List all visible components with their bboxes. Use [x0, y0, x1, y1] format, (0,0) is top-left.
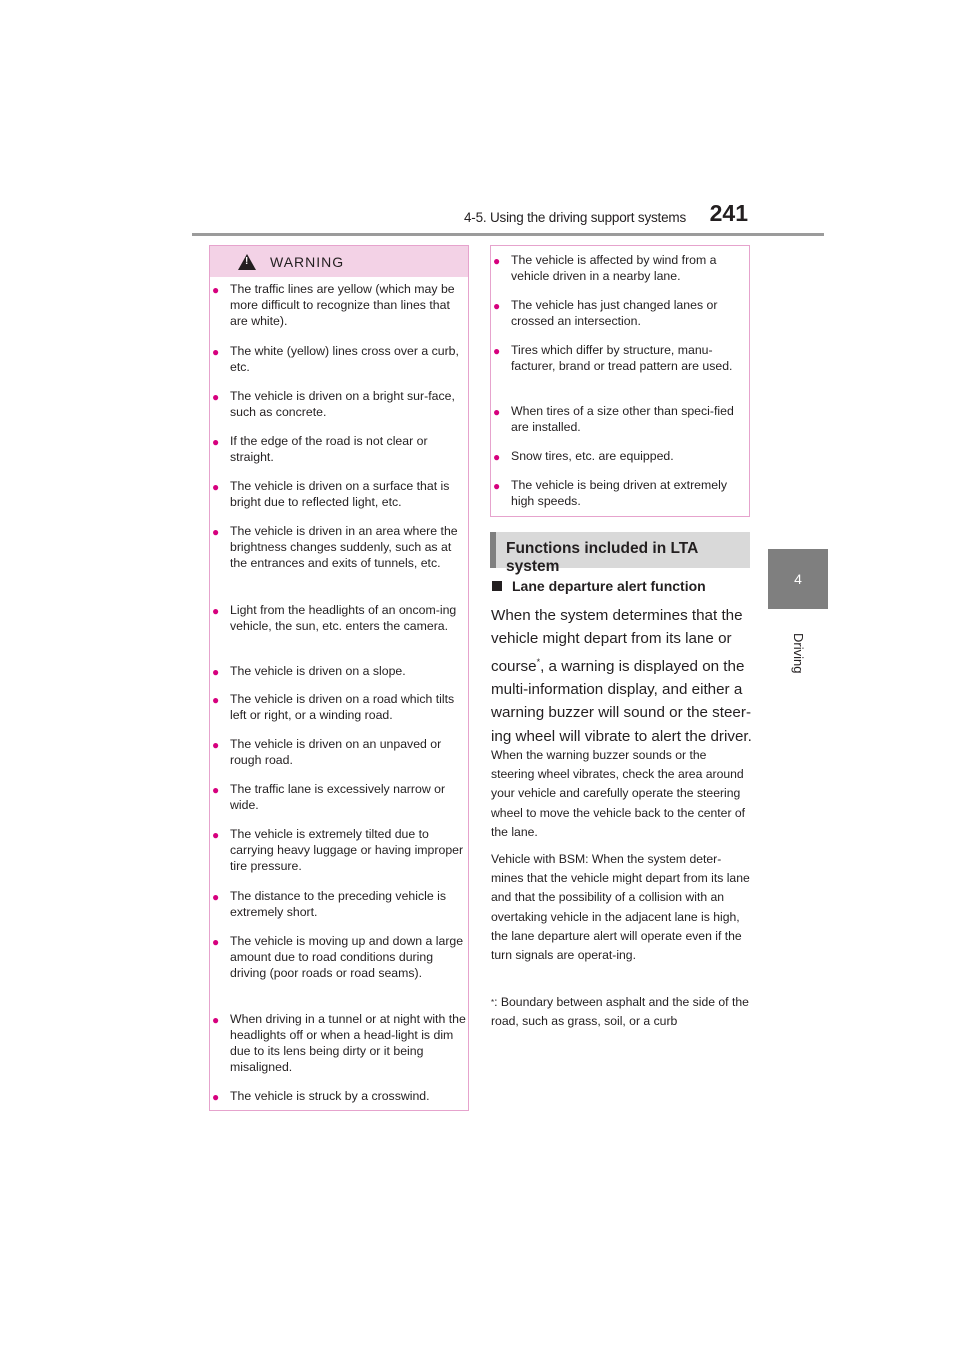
- warning-box-continued: ● The vehicle is affected by wind from a …: [490, 245, 750, 517]
- warning-item: ● The vehicle is affected by wind from a …: [493, 252, 747, 284]
- page-number: 241: [709, 200, 748, 226]
- warning-triangle-icon: [238, 254, 256, 270]
- warning-header: WARNING: [210, 246, 468, 277]
- section-heading: Functions included in LTA system: [490, 532, 750, 575]
- warning-item-text: When driving in a tunnel or at night wit…: [230, 1012, 466, 1074]
- warning-item: ● When driving in a tunnel or at night wi…: [212, 1011, 466, 1075]
- warning-item-text: When tires of a size other than speci-fi…: [511, 404, 734, 434]
- bullet-icon: ●: [212, 435, 220, 449]
- section-title: 4-5. Using the driving support systems: [464, 210, 686, 225]
- info-paragraph: When the warning buzzer sounds or the st…: [491, 748, 746, 839]
- bullet-icon: ●: [212, 693, 220, 707]
- warning-item-text: The vehicle is extremely tilted due to c…: [230, 827, 464, 873]
- warning-item: ● If the edge of the road is not clear or…: [212, 433, 466, 465]
- warning-item-text: The white (yellow) lines cross over a cu…: [230, 344, 459, 374]
- warning-item-text: The vehicle is driven in an area where t…: [230, 524, 458, 570]
- warning-item: ● The white (yellow) lines cross over a c…: [212, 343, 466, 375]
- bullet-icon: ●: [212, 283, 220, 297]
- bullet-icon: ●: [212, 345, 220, 359]
- chapter-label-text: Driving: [791, 633, 806, 674]
- square-bullet-icon: [492, 581, 502, 591]
- bullet-icon: ●: [212, 738, 220, 752]
- warning-item: ● The vehicle is driven on a road which t…: [212, 691, 466, 723]
- warning-item-text: The vehicle is struck by a crosswind.: [230, 1089, 430, 1103]
- bullet-icon: ●: [212, 390, 220, 404]
- page-header: 4-5. Using the driving support systems 2…: [0, 0, 960, 240]
- warning-item: ● The traffic lane is excessively narrow …: [212, 781, 466, 813]
- body-paragraph: When the system determines that the vehi…: [491, 604, 753, 748]
- warning-item-text: The vehicle is being driven at extremely…: [511, 478, 727, 508]
- subsection-heading-text: Lane departure alert function: [512, 578, 706, 594]
- warning-item: ● The vehicle is driven in an area where …: [212, 523, 466, 571]
- warning-item: ● The vehicle is driven on a slope.: [212, 663, 466, 679]
- warning-item: ● The vehicle is moving up and down a lar…: [212, 933, 466, 981]
- footnote-mark: *: [491, 998, 495, 1007]
- bullet-icon: ●: [212, 480, 220, 494]
- warning-item: ● The traffic lines are yellow (which may…: [212, 281, 466, 329]
- bullet-icon: ●: [212, 783, 220, 797]
- warning-box: WARNING ● The traffic lines are yellow (w…: [209, 245, 469, 1111]
- bullet-icon: ●: [493, 344, 501, 358]
- warning-item-text: The distance to the preceding vehicle is…: [230, 889, 447, 919]
- footnote-text: : Boundary between asphalt and the side …: [491, 995, 749, 1029]
- warning-item-text: Light from the headlights of an oncom-in…: [230, 603, 457, 633]
- chapter-tab[interactable]: 4: [768, 549, 828, 609]
- footnote: *: Boundary between asphalt and the side…: [491, 993, 753, 1031]
- warning-item: ● The vehicle is driven on an unpaved or …: [212, 736, 466, 768]
- warning-item-text: The vehicle is moving up and down a larg…: [230, 934, 464, 980]
- warning-title: WARNING: [270, 254, 345, 270]
- warning-item-text: Tires which differ by structure, manu-fa…: [511, 343, 733, 373]
- bullet-icon: ●: [493, 254, 501, 268]
- bullet-icon: ●: [493, 299, 501, 313]
- warning-item-text: The traffic lines are yellow (which may …: [230, 282, 455, 328]
- warning-item: ● Snow tires, etc. are equipped.: [493, 448, 747, 464]
- footnote-mark: *: [536, 656, 541, 667]
- warning-item: ● The vehicle is extremely tilted due to …: [212, 826, 466, 874]
- bullet-icon: ●: [212, 828, 220, 842]
- warning-item-text: Snow tires, etc. are equipped.: [511, 449, 674, 463]
- subsection-heading: Lane departure alert function: [492, 578, 706, 594]
- warning-item-text: The vehicle is driven on an unpaved or r…: [230, 737, 442, 767]
- warning-item: ● The vehicle has just changed lanes or c…: [493, 297, 747, 329]
- section-heading-text: Functions included in LTA system: [506, 540, 698, 575]
- body-text-part1: When the system determines that the vehi…: [491, 607, 743, 675]
- warning-item-text: The vehicle is driven on a surface that …: [230, 479, 450, 509]
- bullet-icon: ●: [212, 665, 220, 679]
- warning-item: ● When tires of a size other than speci-f…: [493, 403, 747, 435]
- bullet-icon: ●: [212, 935, 220, 949]
- warning-item-text: If the edge of the road is not clear or …: [230, 434, 428, 464]
- warning-item: ● The vehicle is being driven at extremel…: [493, 477, 747, 509]
- chapter-tab-label: Driving: [786, 633, 812, 693]
- body-text-part2: , a warning is displayed on the multi-in…: [491, 657, 752, 745]
- bullet-icon: ●: [493, 450, 501, 464]
- bullet-icon: ●: [212, 1013, 220, 1027]
- warning-item-text: The vehicle is driven on a road which ti…: [230, 692, 455, 722]
- bullet-icon: ●: [493, 479, 501, 493]
- warning-item: ● The vehicle is struck by a crosswind.: [212, 1088, 466, 1104]
- bullet-icon: ●: [493, 405, 501, 419]
- bullet-icon: ●: [212, 604, 220, 618]
- bullet-icon: ●: [212, 525, 220, 539]
- warning-item-text: The vehicle is affected by wind from a v…: [511, 253, 717, 283]
- warning-item-text: The traffic lane is excessively narrow o…: [230, 782, 446, 812]
- bullet-icon: ●: [212, 890, 220, 904]
- warning-item-text: The vehicle is driven on a bright sur-fa…: [230, 389, 455, 419]
- bullet-icon: ●: [212, 1090, 220, 1104]
- warning-item: ● The distance to the preceding vehicle i…: [212, 888, 466, 920]
- warning-item-text: The vehicle has just changed lanes or cr…: [511, 298, 718, 328]
- info-paragraph: Vehicle with BSM: When the system deter-…: [491, 852, 750, 963]
- warning-item: ● The vehicle is driven on a surface that…: [212, 478, 466, 510]
- warning-item: ● The vehicle is driven on a bright sur-f…: [212, 388, 466, 420]
- warning-item: ● Tires which differ by structure, manu-f…: [493, 342, 747, 374]
- warning-item: ● Light from the headlights of an oncom-i…: [212, 602, 466, 634]
- warning-item-text: The vehicle is driven on a slope.: [230, 664, 406, 678]
- header-divider: [192, 233, 824, 236]
